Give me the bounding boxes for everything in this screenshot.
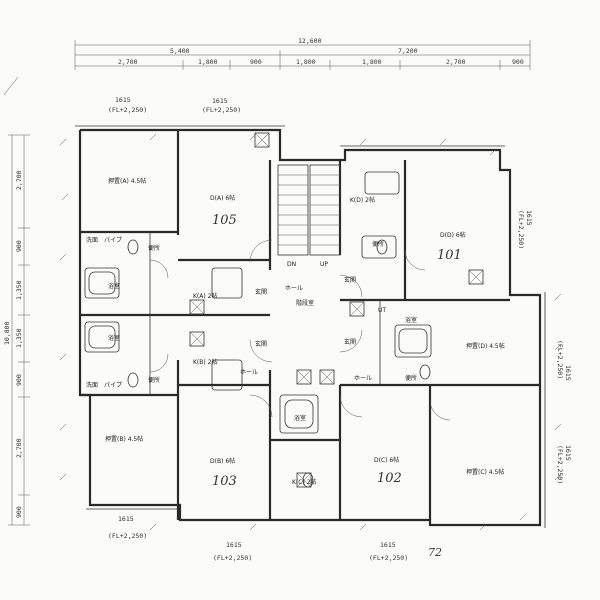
benjo-label-b: 便所 [148, 376, 160, 384]
exterior-walls [75, 125, 546, 528]
level-note-ne-fl: (FL+2,250) [517, 210, 525, 249]
level-note-s-num: 1615 [226, 541, 242, 549]
ut-label: UT [378, 307, 386, 314]
hall-label-bottom: ホール [240, 369, 258, 376]
level-note-e-fl: (FL+2,250) [556, 340, 564, 379]
room-label-oshi-b: 押置(B) 4.5帖 [105, 435, 143, 443]
senmen-label-a: 洗面 [86, 236, 98, 244]
dim-left-4: 1,350 [15, 328, 23, 348]
room-label-k-d: K(D) 2帖 [350, 196, 375, 204]
genkan-label-c: 玄関 [344, 338, 356, 346]
level-note-se2-fl: (FL+2,250) [556, 445, 564, 484]
dim-top-5: 1,800 [362, 58, 382, 66]
dim-left-5: 900 [15, 374, 23, 386]
interior-walls [80, 130, 540, 520]
unit-numbers: 105 101 103 102 72 [212, 213, 462, 559]
yoku-label-a: 浴室 [108, 282, 120, 290]
pipe-label-a: パイプ [104, 237, 122, 244]
handwritten-corner-note: 72 [428, 546, 442, 559]
dim-left-7: 900 [15, 506, 23, 518]
genkan-label-d: 玄関 [344, 276, 356, 284]
dim-left-1: 2,700 [15, 170, 23, 190]
level-note-e-num: 1615 [564, 365, 572, 381]
dim-top-left: 5,400 [170, 47, 190, 55]
dim-left-3: 1,350 [15, 280, 23, 300]
dim-left-total: 10,800 [3, 321, 11, 345]
room-labels: 押置(A) 4.5帖 D(A) 6帖 K(D) 2帖 D(D) 6帖 K(A) … [105, 177, 505, 486]
stair-dn-label: DN [287, 261, 296, 268]
room-label-oshi-a: 押置(A) 4.5帖 [108, 177, 146, 185]
dim-top-total: 12,600 [298, 37, 322, 45]
level-note-ne-num: 1615 [525, 210, 533, 226]
level-note-nw-num: 1615 [115, 96, 131, 104]
dim-left-6: 2,700 [15, 438, 23, 458]
stair-hall-label: 階段室 [296, 299, 314, 307]
level-note-s-fl: (FL+2,250) [213, 554, 252, 562]
dim-top-2: 1,800 [198, 58, 218, 66]
room-label-d-a: D(A) 6帖 [210, 194, 235, 202]
level-note-n-num: 1615 [212, 97, 228, 105]
hall-label-top: ホール [285, 285, 303, 292]
pipe-label-b: パイプ [104, 382, 122, 389]
dim-top-7: 900 [512, 58, 524, 66]
dim-top-1: 2,700 [118, 58, 138, 66]
room-label-k-b: K(B) 2帖 [193, 358, 217, 366]
dim-top-4: 1,800 [296, 58, 316, 66]
dim-top-3: 900 [250, 58, 262, 66]
yoku-label-b: 浴室 [108, 334, 120, 342]
level-notes: 1615 (FL+2,250) 1615 (FL+2,250) 1615 (FL… [108, 96, 572, 562]
genkan-label-b: 玄関 [255, 340, 267, 348]
staircase: DN UP 階段室 [277, 164, 341, 307]
bathroom-fixtures: 浴室 浴室 浴室 浴室 便所 便所 便所 便所 洗面 洗面 パイプ パイプ UT [84, 171, 432, 488]
yoku-label-c: 浴室 [294, 414, 306, 422]
dim-left-2: 900 [15, 240, 23, 252]
room-label-d-d: D(D) 6帖 [440, 231, 466, 239]
level-note-se-num: 1615 [380, 541, 396, 549]
level-note-sw-num: 1615 [118, 515, 134, 523]
unit-number-103: 103 [212, 474, 237, 489]
perimeter-markers [3, 76, 562, 531]
genkan-label-a: 玄関 [255, 288, 267, 296]
unit-number-105: 105 [212, 213, 237, 228]
room-label-k-c: K(C) 2帖 [292, 478, 317, 486]
dim-top-right: 7,200 [398, 47, 418, 55]
senmen-label-b: 洗面 [86, 381, 98, 389]
unit-number-102: 102 [377, 471, 402, 486]
level-note-nw-fl: (FL+2,250) [108, 106, 147, 114]
top-dimension-lines: 12,600 5,400 7,200 2,700 1,800 900 1,800… [74, 37, 531, 70]
benjo-label-d: 便所 [372, 240, 384, 248]
dim-top-6: 2,700 [446, 58, 466, 66]
hall-label-right: ホール [354, 375, 372, 382]
room-label-d-b: D(B) 6帖 [210, 457, 235, 465]
room-label-oshi-c: 押置(C) 4.5帖 [466, 468, 504, 476]
yoku-label-d: 浴室 [405, 316, 417, 324]
benjo-label-c: 便所 [405, 374, 417, 382]
stair-up-label: UP [320, 261, 328, 268]
room-label-d-c: D(C) 6帖 [374, 456, 399, 464]
room-label-k-a: K(A) 2帖 [193, 292, 217, 300]
shaft-markers [189, 132, 484, 488]
benjo-label-a: 便所 [148, 244, 160, 252]
level-note-se-fl: (FL+2,250) [369, 554, 408, 562]
level-note-sw-fl: (FL+2,250) [108, 532, 147, 540]
left-dimension-lines: 10,800 2,700 900 1,350 1,350 900 2,700 9… [3, 134, 30, 526]
door-swings: ホール ホール ホール 玄関 玄関 玄関 玄関 [149, 239, 451, 421]
unit-number-101: 101 [437, 248, 462, 263]
room-label-oshi-d: 押置(D) 4.5帖 [466, 342, 505, 350]
level-note-se2-num: 1615 [564, 445, 572, 461]
level-note-n-fl: (FL+2,250) [202, 106, 241, 114]
